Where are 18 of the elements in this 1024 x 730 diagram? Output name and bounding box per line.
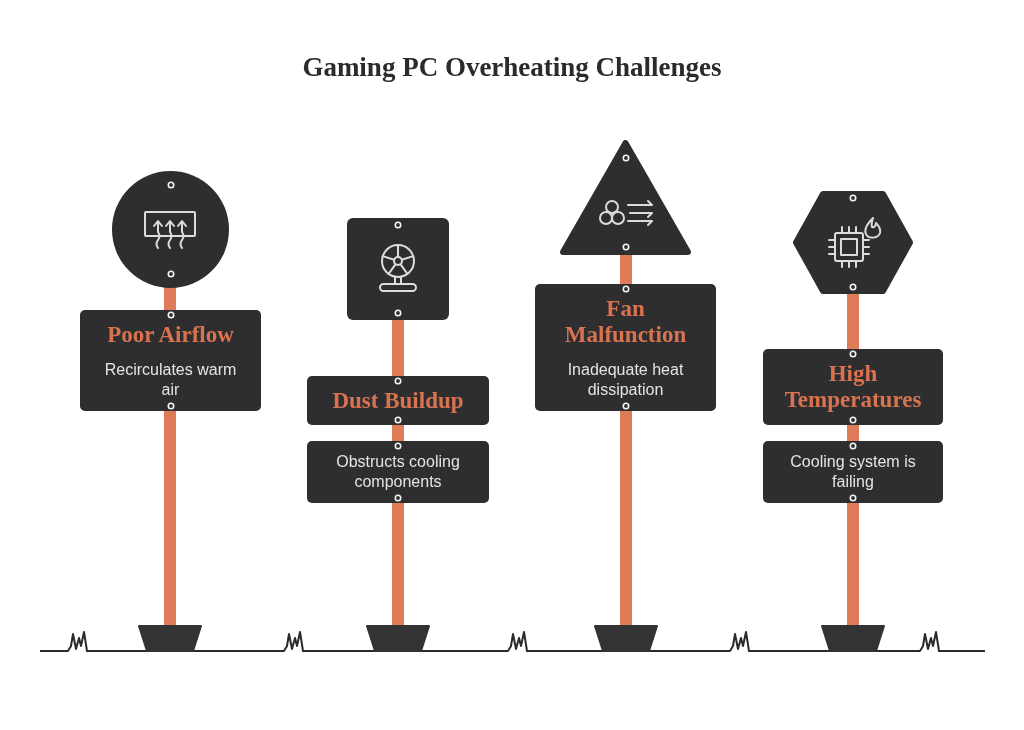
hexagonal-sign <box>793 191 913 294</box>
sign-text: Obstructs cooling components <box>335 452 461 492</box>
sign-board <box>763 349 943 425</box>
sign-text: Inadequate heat dissipation <box>566 359 685 400</box>
sign-heading: High Temperatures <box>783 361 923 413</box>
sign-heading: Dust Buildup <box>332 387 464 414</box>
sign-board <box>80 310 261 411</box>
sign-text: Recirculates warm air <box>103 359 238 400</box>
square-sign <box>347 218 449 320</box>
diagram-title: Gaming PC Overheating Challenges <box>302 51 722 84</box>
triangular-sign <box>560 140 691 255</box>
sign-board <box>763 441 943 503</box>
sign-text: Cooling system is failing <box>789 452 917 492</box>
sign-board <box>307 376 489 425</box>
sign-board <box>307 441 489 503</box>
sign-heading: Fan Malfunction <box>563 295 688 348</box>
sign-board <box>535 284 716 411</box>
sign-heading: Poor Airflow <box>107 321 234 348</box>
